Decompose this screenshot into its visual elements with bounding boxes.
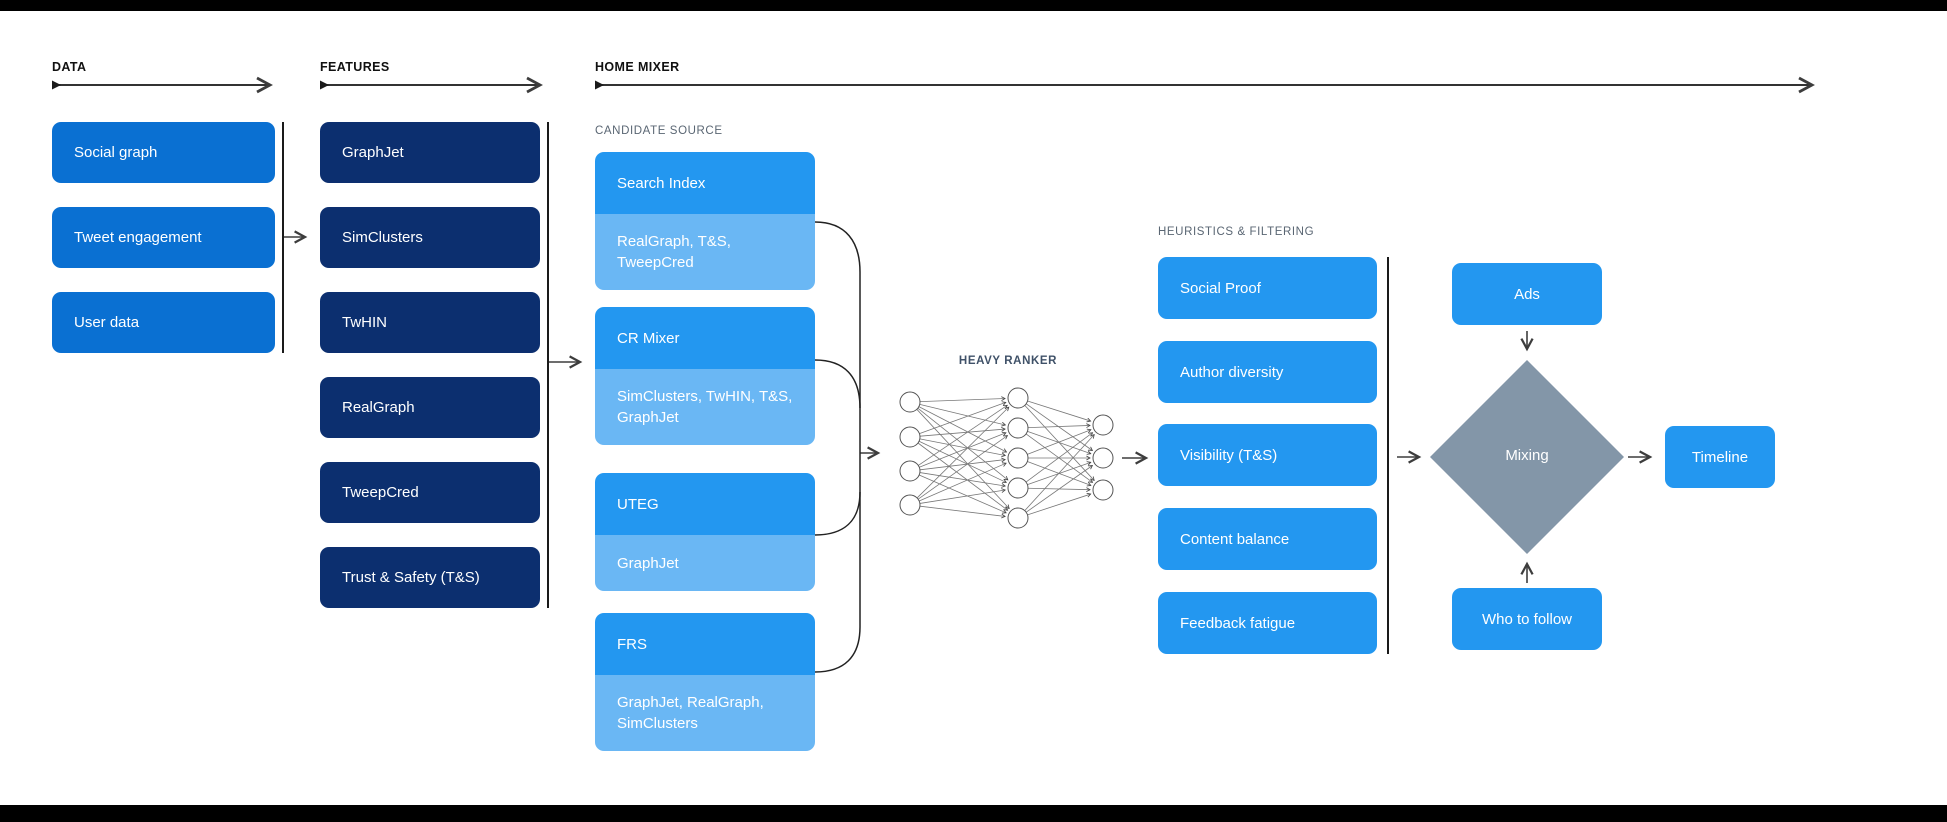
ads-label: Ads <box>1514 285 1540 303</box>
box-label: GraphJet <box>342 144 404 161</box>
timeline-label: Timeline <box>1691 448 1749 466</box>
box-social-proof: Social Proof <box>1158 257 1377 319</box>
candidate-sources: GraphJet <box>595 535 815 591</box>
box-label: Social graph <box>74 144 158 161</box>
box-label: SimClusters <box>342 229 423 246</box>
section-header-arrow-starts <box>52 80 604 90</box>
box-user-data: User data <box>52 292 275 353</box>
box-label: Tweet engagement <box>74 229 202 246</box>
box-feedback-fatigue: Feedback fatigue <box>1158 592 1377 654</box>
network-node <box>1007 417 1029 439</box>
who-to-follow-label: Who to follow <box>1481 610 1573 628</box>
box-content-balance: Content balance <box>1158 508 1377 570</box>
candidate-source-label: CANDIDATE SOURCE <box>595 125 723 137</box>
timeline-box: Timeline <box>1665 426 1775 488</box>
heuristics-filtering-label: HEURISTICS & FILTERING <box>1158 226 1315 238</box>
candidate-title: FRS <box>595 613 815 675</box>
network-node <box>899 391 921 413</box>
candidate-sources: GraphJet, RealGraph, SimClusters <box>595 675 815 751</box>
network-node <box>1007 477 1029 499</box>
column-dividers <box>282 122 1389 654</box>
network-node <box>899 494 921 516</box>
box-visibility-t-s: Visibility (T&S) <box>1158 424 1377 486</box>
top-black-bar <box>0 0 1947 11</box>
box-twhin: TwHIN <box>320 292 540 353</box>
box-label: RealGraph <box>342 399 415 416</box>
box-realgraph: RealGraph <box>320 377 540 438</box>
network-node <box>1007 507 1029 529</box>
candidate-title: UTEG <box>595 473 815 535</box>
ads-box: Ads <box>1452 263 1602 325</box>
box-label: TwHIN <box>342 314 387 331</box>
features-section-header: FEATURES <box>320 60 390 74</box>
network-node <box>1007 387 1029 409</box>
box-label: TweepCred <box>342 484 419 501</box>
box-social-graph: Social graph <box>52 122 275 183</box>
network-node <box>1092 414 1114 436</box>
home-mixer-section-header: HOME MIXER <box>595 60 680 74</box>
candidate-collector-curves <box>814 221 861 673</box>
data-section-header: DATA <box>52 60 87 74</box>
heavy-ranker-label: HEAVY RANKER <box>958 355 1058 367</box>
who-to-follow-box: Who to follow <box>1452 588 1602 650</box>
box-label: Trust & Safety (T&S) <box>342 569 480 586</box>
network-node <box>1092 479 1114 501</box>
box-label: Author diversity <box>1180 363 1284 381</box>
box-author-diversity: Author diversity <box>1158 341 1377 403</box>
box-label: Content balance <box>1180 530 1290 548</box>
box-graphjet: GraphJet <box>320 122 540 183</box>
network-node <box>1092 447 1114 469</box>
candidate-title: CR Mixer <box>595 307 815 369</box>
box-label: Visibility (T&S) <box>1180 446 1278 464</box>
bottom-black-bar <box>0 805 1947 822</box>
candidate-sources: RealGraph, T&S, TweepCred <box>595 214 815 290</box>
heavy-ranker-network <box>899 387 1114 529</box>
mixing-label: Mixing <box>1505 447 1549 464</box>
box-label: Social Proof <box>1180 279 1261 297</box>
box-trust-safety-t-s: Trust & Safety (T&S) <box>320 547 540 608</box>
candidate-title: Search Index <box>595 152 815 214</box>
box-tweet-engagement: Tweet engagement <box>52 207 275 268</box>
candidate-sources: SimClusters, TwHIN, T&S, GraphJet <box>595 369 815 445</box>
box-tweepcred: TweepCred <box>320 462 540 523</box>
mixing-diamond <box>1430 360 1624 554</box>
network-node <box>1007 447 1029 469</box>
box-label: Feedback fatigue <box>1180 614 1296 632</box>
box-label: User data <box>74 314 140 331</box>
flow-arrows <box>284 230 1653 583</box>
box-simclusters: SimClusters <box>320 207 540 268</box>
network-node <box>899 460 921 482</box>
network-node <box>899 426 921 448</box>
